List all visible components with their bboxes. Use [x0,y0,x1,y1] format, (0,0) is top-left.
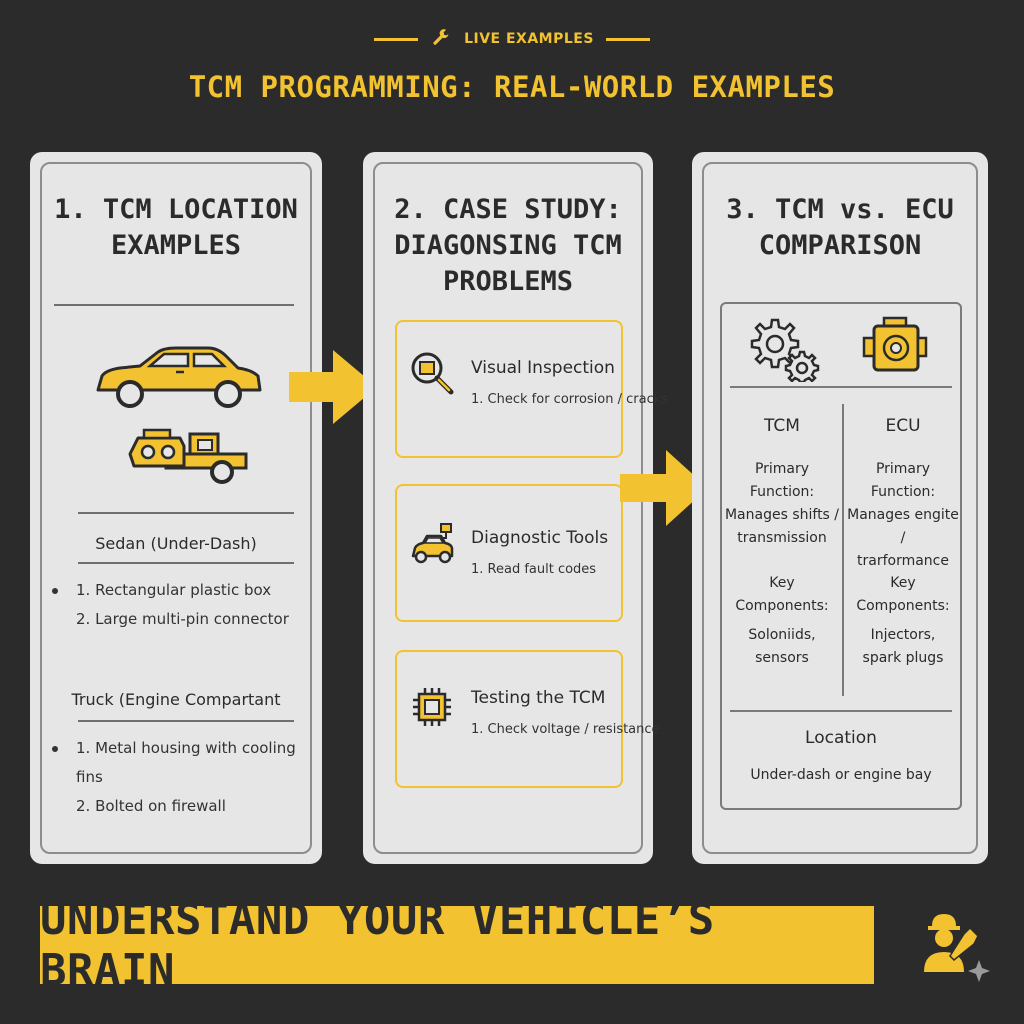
eyebrow-line-left [374,37,419,41]
card-title: Diagnostic Tools [471,528,609,548]
column-divider [842,404,844,696]
card-testing-tcm: Testing the TCM 1. Check voltage / resis… [395,650,660,788]
banner-text: UNDERSTAND YOUR VEHICLE’S BRAIN [40,894,715,996]
divider [54,304,294,306]
engine-icon [862,316,928,372]
list-item: 1. Rectangular plastic box [52,576,289,605]
card-title: Visual Inspection [471,358,615,378]
panel-title-line2: DIAGONSING TCM [394,230,622,261]
chip-icon [413,688,451,726]
card-desc: 1. Read fault codes [471,562,597,577]
truck-engine-icon [128,428,248,484]
card-diagnostic-tools: Diagnostic Tools 1. Read fault codes [395,484,623,622]
tcm-comp-line1: Soloniids, [748,627,816,643]
panel-frame [40,162,312,854]
gears-icon [750,318,820,382]
page-title: TCM PROGRAMMING: REAL-WORLD EXAMPLES [188,70,836,104]
flow-arrow [620,450,708,526]
ecu-comp-label: Key Components: [856,575,950,614]
divider [730,710,952,712]
sedan-heading: Sedan (Under-Dash) [95,534,257,553]
sedan-icon [96,346,262,408]
truck-list: 1. Metal housing with cooling fins 2. Bo… [52,734,322,821]
panel-tcm-vs-ecu: 3. TCM vs. ECU COMPARISON TCM ECU Primar… [692,152,988,864]
eyebrow: LIVE EXAMPLES [0,26,1024,52]
tcm-function: Primary Function: Manages shifts / trans… [722,458,842,550]
ecu-func-label: Primary Function: [870,461,936,500]
comparison-box: TCM ECU Primary Function: Manages shifts… [720,302,962,810]
truck-heading: Truck (Engine Compartant [71,690,281,709]
footer-banner: UNDERSTAND YOUR VEHICLE’S BRAIN [40,894,874,996]
divider [78,562,294,564]
tcm-comp-label: Key Components: [735,575,829,614]
tcm-func-label: Primary Function: [749,461,815,500]
divider [78,512,294,514]
flow-arrow [289,350,377,424]
ecu-func-line2: trarformance [857,553,949,569]
eyebrow-line-right [605,37,650,41]
card-visual-inspection: Visual Inspection 1. Check for corrosion… [395,320,668,458]
ecu-function: Primary Function: Manages engite / trarf… [844,458,962,573]
divider [730,386,952,388]
panel-title-line3: PROBLEMS [442,266,574,297]
panel-title-line1: 1. TCM LOCATION [54,194,298,225]
ecu-heading: ECU [885,416,921,436]
ecu-comp-line2: spark plugs [862,650,944,666]
panel-title-line2: EXAMPLES [110,230,242,261]
ecu-comp-line1: Injectors, [870,627,936,643]
list-item: 2. Bolted on firewall [76,797,226,815]
panel-title-line1: 2. CASE STUDY: [394,194,622,225]
location-label: Location [805,728,877,748]
tcm-comp-line2: sensors [755,650,809,666]
panel-frame [702,162,978,854]
car-scanner-icon [411,523,454,564]
tcm-func-line1: Manages shifts / [724,507,840,523]
ecu-components: Key Components: Injectors, spark plugs [844,572,962,670]
list-item: 1. Metal housing with cooling fins [52,734,322,792]
tcm-components: Key Components: Soloniids, sensors [722,572,842,670]
divider [78,720,294,722]
panel-frame [373,162,643,854]
panel-title-line2: COMPARISON [758,230,922,261]
eyebrow-label: LIVE EXAMPLES [464,31,594,47]
card-title: Testing the TCM [471,688,606,708]
tcm-heading: TCM [764,416,800,436]
panel-case-study: 2. CASE STUDY: DIAGONSING TCM PROBLEMS V… [363,152,668,864]
location-value: Under-dash or engine bay [750,767,932,783]
card-desc: 1. Check voltage / resistance [471,722,660,737]
card-desc: 1. Check for corrosion / cracks [471,392,669,407]
list-item: 2. Large multi-pin connector [76,610,289,628]
ecu-func-line1: Manages engite / [847,507,959,546]
magnifier-icon [411,352,454,395]
panel-title-line1: 3. TCM vs. ECU [726,194,954,225]
mechanic-icon [924,914,990,982]
sedan-list: 1. Rectangular plastic box 2. Large mult… [52,576,289,634]
panel-tcm-location: 1. TCM LOCATION EXAMPLES Sedan (Under-Da… [30,152,322,864]
wrench-icon [433,29,449,45]
tcm-func-line2: transmission [737,530,827,546]
